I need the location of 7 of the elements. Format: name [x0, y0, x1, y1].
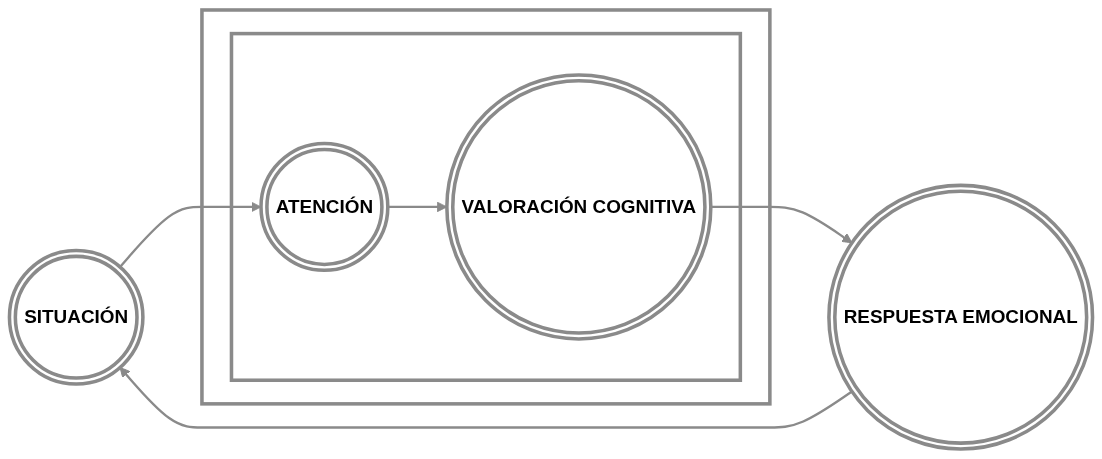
cluster: [200, 8, 772, 406]
cluster: [229, 31, 743, 382]
node-circle: SITUACIÓN: [7, 248, 145, 386]
arrow: [119, 367, 853, 429]
node-circle: ATENCIÓN: [259, 141, 390, 273]
node-circle: VALORACIÓN COGNITIVA: [445, 73, 713, 341]
node-circle: RESPUESTA EMOCIONAL: [827, 183, 1095, 451]
